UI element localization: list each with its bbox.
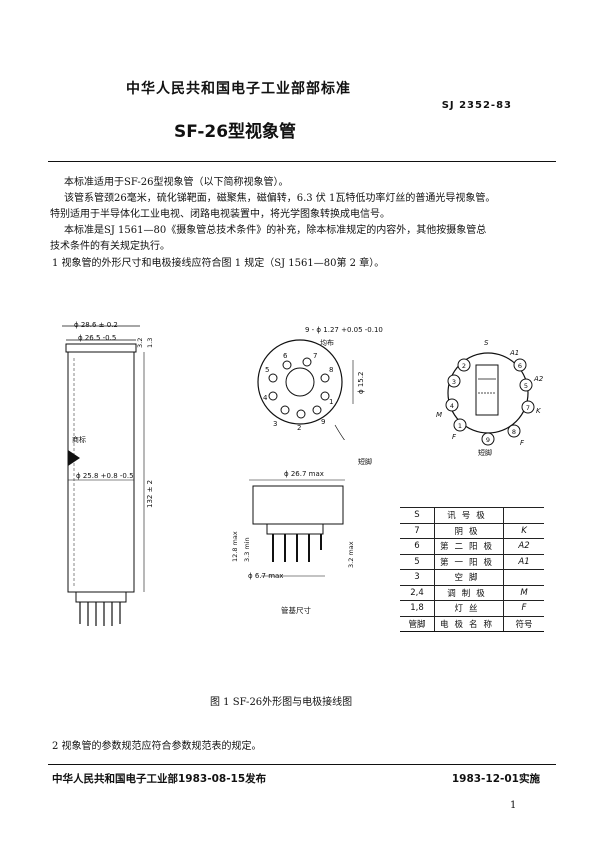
socket-pin-holes: [268, 357, 330, 419]
issue-date: 中华人民共和国电子工业部1983-08-15发布: [52, 773, 267, 785]
base-title: 管基尺寸: [281, 606, 311, 615]
pin-hole-sub: 均布: [320, 339, 334, 347]
base-pins: [272, 534, 322, 562]
short-pin-label: 短脚: [358, 458, 372, 466]
base-height-1: 12.8 max: [231, 531, 239, 562]
svg-text:4: 4: [263, 394, 268, 402]
svg-text:3: 3: [452, 378, 456, 386]
svg-text:6: 6: [518, 362, 522, 370]
svg-text:K: K: [536, 407, 542, 415]
base-pin-diameter-label: ϕ 6.7 max: [248, 572, 284, 580]
svg-text:4: 4: [450, 402, 454, 410]
schematic-electrode-labels: S A1 A2 K M F F: [436, 339, 544, 447]
svg-text:8: 8: [329, 366, 333, 374]
svg-text:2: 2: [462, 362, 466, 370]
svg-text:A1: A1: [509, 349, 519, 357]
svg-text:A2: A2: [533, 375, 544, 383]
tube-outline-drawing: 商标 ϕ 25.8 +0.8 -0.5 132 ± 2 3.2 1.3: [62, 325, 154, 626]
top-dim-2: 1.3: [146, 338, 154, 348]
svg-text:M: M: [436, 411, 442, 419]
pin-hole-label: 9 - ϕ 1.27 +0.05 -0.10: [305, 326, 383, 334]
base-height-2: 3.3 min: [243, 537, 251, 562]
svg-text:8: 8: [512, 428, 516, 436]
body-diameter-label: ϕ 25.8 +0.8 -0.5: [76, 472, 134, 480]
length-label: 132 ± 2: [146, 480, 154, 508]
svg-text:2: 2: [297, 424, 301, 432]
paragraph-description: 该管系管颈26毫米，硫化锑靶面，磁聚焦，磁偏转，6.3 伏 1瓦特低功率灯丝的普…: [64, 193, 496, 204]
base-dimension-drawing: 12.8 max 3.3 min 3.2 max: [231, 479, 355, 577]
svg-text:S: S: [484, 339, 489, 347]
base-height-3: 3.2 max: [347, 541, 355, 568]
footer-rule: [48, 764, 556, 765]
base-diameter-label: ϕ 26.7 max: [284, 470, 324, 478]
page-number: 1: [510, 800, 517, 811]
svg-text:5: 5: [265, 366, 269, 374]
figure-caption: 图 1 SF-26外形图与电极接线图: [210, 697, 353, 708]
tube-pins: [79, 602, 121, 626]
svg-text:1: 1: [329, 398, 333, 406]
svg-text:5: 5: [524, 382, 528, 390]
effective-date: 1983-12-01实施: [451, 773, 540, 785]
svg-text:7: 7: [313, 352, 317, 360]
schematic-pin-numbers: 3 6 5 4 1 9 8 2 7: [450, 362, 530, 444]
paragraph-supplement: 本标准是SJ 1561—80《摄象管总技术条件》的补充，除本标准规定的内容外，其…: [64, 225, 487, 236]
top-dim-1: 3.2: [136, 338, 144, 348]
paragraph-scope: 本标准适用于SF-26型视象管（以下简称视象管）。: [64, 177, 289, 188]
svg-text:F: F: [452, 433, 457, 441]
svg-text:F: F: [520, 439, 525, 447]
pcd-label: ϕ 15.2: [357, 372, 365, 394]
standard-code: SJ 2352-83: [441, 100, 512, 111]
svg-text:3: 3: [273, 420, 277, 428]
paragraph-supplement-cont: 技术条件的有关规定执行。: [50, 241, 170, 252]
schematic-short-pin-label: 短脚: [478, 448, 492, 457]
header-rule: [48, 161, 556, 162]
outer-diameter-label: ϕ 28.6 ± 0.2: [74, 321, 118, 329]
schematic-pins: [445, 358, 535, 446]
svg-text:1: 1: [458, 422, 462, 430]
electrode-schematic: 3 6 5 4 1 9 8 2 7 S A1 A2 K M F F 短脚: [436, 339, 544, 457]
table-header-row: 管脚电极名称符号: [400, 615, 544, 632]
svg-text:9: 9: [486, 436, 490, 444]
svg-text:9: 9: [321, 418, 325, 426]
socket-pin-numbers: 6 7 5 8 4 1 3 2 9: [263, 352, 333, 432]
paragraph-description-cont: 特别适用于半导体化工业电视、闭路电视装置中，将光学图象转换成电信号。: [50, 209, 390, 220]
document-title: SF-26型视象管: [174, 122, 297, 142]
inner-diameter-label: ϕ 26.5 -0.5: [78, 334, 117, 342]
section-2: 2 视象管的参数规范应符合参数规范表的规定。: [52, 741, 262, 752]
svg-text:6: 6: [283, 352, 288, 360]
socket-bottom-view: 6 7 5 8 4 1 3 2 9 ϕ 15.2: [257, 339, 365, 440]
standard-organization: 中华人民共和国电子工业部部标准: [126, 81, 351, 97]
mark-label: 商标: [72, 435, 86, 444]
svg-text:7: 7: [526, 404, 530, 412]
section-1: 1 视象管的外形尺寸和电极接线应符合图 1 规定（SJ 1561—80第 2 章…: [52, 258, 385, 269]
